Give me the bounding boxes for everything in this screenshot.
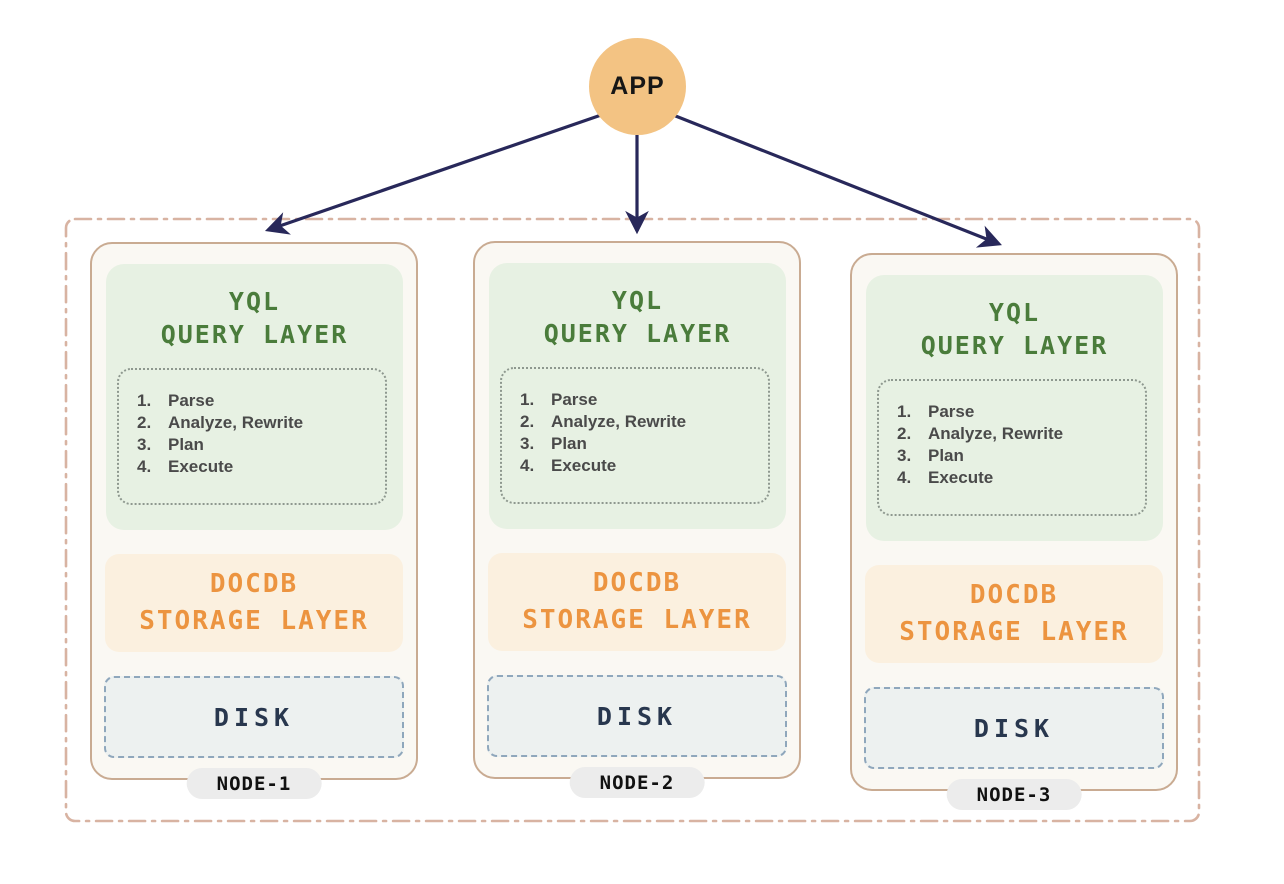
node-card-3: YQL QUERY LAYER 1. Parse 2. Analyze, Rew… bbox=[850, 253, 1178, 810]
step-item: 1. Parse bbox=[520, 389, 768, 411]
query-steps-list: 1. Parse 2. Analyze, Rewrite 3. Plan 4. … bbox=[502, 369, 768, 477]
step-number: 3. bbox=[520, 434, 535, 453]
step-label: Execute bbox=[551, 456, 617, 475]
step-label: Execute bbox=[168, 457, 234, 476]
step-number: 1. bbox=[520, 390, 535, 409]
node-name: NODE-2 bbox=[599, 771, 675, 794]
disk-box: DISK bbox=[104, 676, 404, 758]
arrow-app-to-node-1 bbox=[264, 111, 608, 235]
step-item: 1. Parse bbox=[897, 401, 1145, 423]
step-item: 4. Execute bbox=[520, 455, 768, 477]
app-label: APP bbox=[610, 72, 665, 100]
query-title-line1: YQL bbox=[988, 298, 1041, 327]
query-title-line2: QUERY LAYER bbox=[160, 320, 349, 349]
query-layer-title: YQL QUERY LAYER bbox=[106, 285, 403, 351]
step-number: 1. bbox=[137, 391, 152, 410]
disk-label: DISK bbox=[213, 702, 295, 732]
step-label: Execute bbox=[928, 468, 994, 487]
query-steps-list: 1. Parse 2. Analyze, Rewrite 3. Plan 4. … bbox=[879, 381, 1145, 489]
step-item: 1. Parse bbox=[137, 390, 385, 412]
query-title-line2: QUERY LAYER bbox=[920, 331, 1109, 360]
step-label: Analyze, Rewrite bbox=[168, 413, 304, 432]
step-number: 2. bbox=[520, 412, 535, 431]
node-label-pill: NODE-1 bbox=[186, 768, 322, 799]
step-label: Plan bbox=[168, 435, 204, 454]
node-card-1: YQL QUERY LAYER 1. Parse 2. Analyze, Rew… bbox=[90, 242, 418, 799]
step-number: 4. bbox=[520, 456, 535, 475]
docdb-storage-layer: DOCDB STORAGE LAYER bbox=[865, 565, 1163, 663]
step-label: Plan bbox=[551, 434, 587, 453]
query-layer-title: YQL QUERY LAYER bbox=[866, 296, 1163, 362]
node-label-pill: NODE-2 bbox=[569, 767, 705, 798]
query-title-line2: QUERY LAYER bbox=[543, 319, 732, 348]
storage-title-line1: DOCDB bbox=[592, 568, 682, 598]
arrow-app-to-node-3 bbox=[667, 111, 1002, 248]
disk-box: DISK bbox=[864, 687, 1164, 769]
step-item: 2. Analyze, Rewrite bbox=[520, 411, 768, 433]
disk-label: DISK bbox=[596, 701, 678, 731]
step-label: Analyze, Rewrite bbox=[551, 412, 687, 431]
node-name: NODE-1 bbox=[216, 772, 292, 795]
query-title-line1: YQL bbox=[611, 286, 664, 315]
step-number: 4. bbox=[897, 468, 912, 487]
yql-query-layer: YQL QUERY LAYER 1. Parse 2. Analyze, Rew… bbox=[106, 264, 403, 530]
step-item: 3. Plan bbox=[520, 433, 768, 455]
storage-title-line1: DOCDB bbox=[209, 569, 299, 599]
query-steps-box: 1. Parse 2. Analyze, Rewrite 3. Plan 4. … bbox=[877, 379, 1147, 516]
storage-title-line2: STORAGE LAYER bbox=[139, 606, 369, 636]
disk-label: DISK bbox=[973, 713, 1055, 743]
step-number: 4. bbox=[137, 457, 152, 476]
storage-title-line1: DOCDB bbox=[969, 580, 1059, 610]
step-label: Plan bbox=[928, 446, 964, 465]
node-name: NODE-3 bbox=[976, 783, 1052, 806]
step-item: 2. Analyze, Rewrite bbox=[897, 423, 1145, 445]
node-card-2: YQL QUERY LAYER 1. Parse 2. Analyze, Rew… bbox=[473, 241, 801, 798]
disk-box: DISK bbox=[487, 675, 787, 757]
step-number: 2. bbox=[137, 413, 152, 432]
query-layer-title: YQL QUERY LAYER bbox=[489, 284, 786, 350]
step-number: 2. bbox=[897, 424, 912, 443]
step-number: 3. bbox=[897, 446, 912, 465]
yql-query-layer: YQL QUERY LAYER 1. Parse 2. Analyze, Rew… bbox=[489, 263, 786, 529]
step-item: 3. Plan bbox=[137, 434, 385, 456]
step-item: 2. Analyze, Rewrite bbox=[137, 412, 385, 434]
storage-title-line2: STORAGE LAYER bbox=[522, 605, 752, 635]
step-item: 4. Execute bbox=[137, 456, 385, 478]
docdb-storage-layer: DOCDB STORAGE LAYER bbox=[105, 554, 403, 652]
query-steps-box: 1. Parse 2. Analyze, Rewrite 3. Plan 4. … bbox=[117, 368, 387, 505]
app-node: APP bbox=[589, 38, 686, 135]
query-steps-box: 1. Parse 2. Analyze, Rewrite 3. Plan 4. … bbox=[500, 367, 770, 504]
step-number: 3. bbox=[137, 435, 152, 454]
step-item: 4. Execute bbox=[897, 467, 1145, 489]
step-label: Parse bbox=[551, 390, 598, 409]
step-item: 3. Plan bbox=[897, 445, 1145, 467]
step-number: 1. bbox=[897, 402, 912, 421]
step-label: Analyze, Rewrite bbox=[928, 424, 1064, 443]
cluster-boundary bbox=[64, 217, 1201, 823]
yql-query-layer: YQL QUERY LAYER 1. Parse 2. Analyze, Rew… bbox=[866, 275, 1163, 541]
docdb-storage-layer: DOCDB STORAGE LAYER bbox=[488, 553, 786, 651]
query-steps-list: 1. Parse 2. Analyze, Rewrite 3. Plan 4. … bbox=[119, 370, 385, 478]
step-label: Parse bbox=[928, 402, 975, 421]
storage-title-line2: STORAGE LAYER bbox=[899, 617, 1129, 647]
step-label: Parse bbox=[168, 391, 215, 410]
node-label-pill: NODE-3 bbox=[946, 779, 1082, 810]
query-title-line1: YQL bbox=[228, 287, 281, 316]
